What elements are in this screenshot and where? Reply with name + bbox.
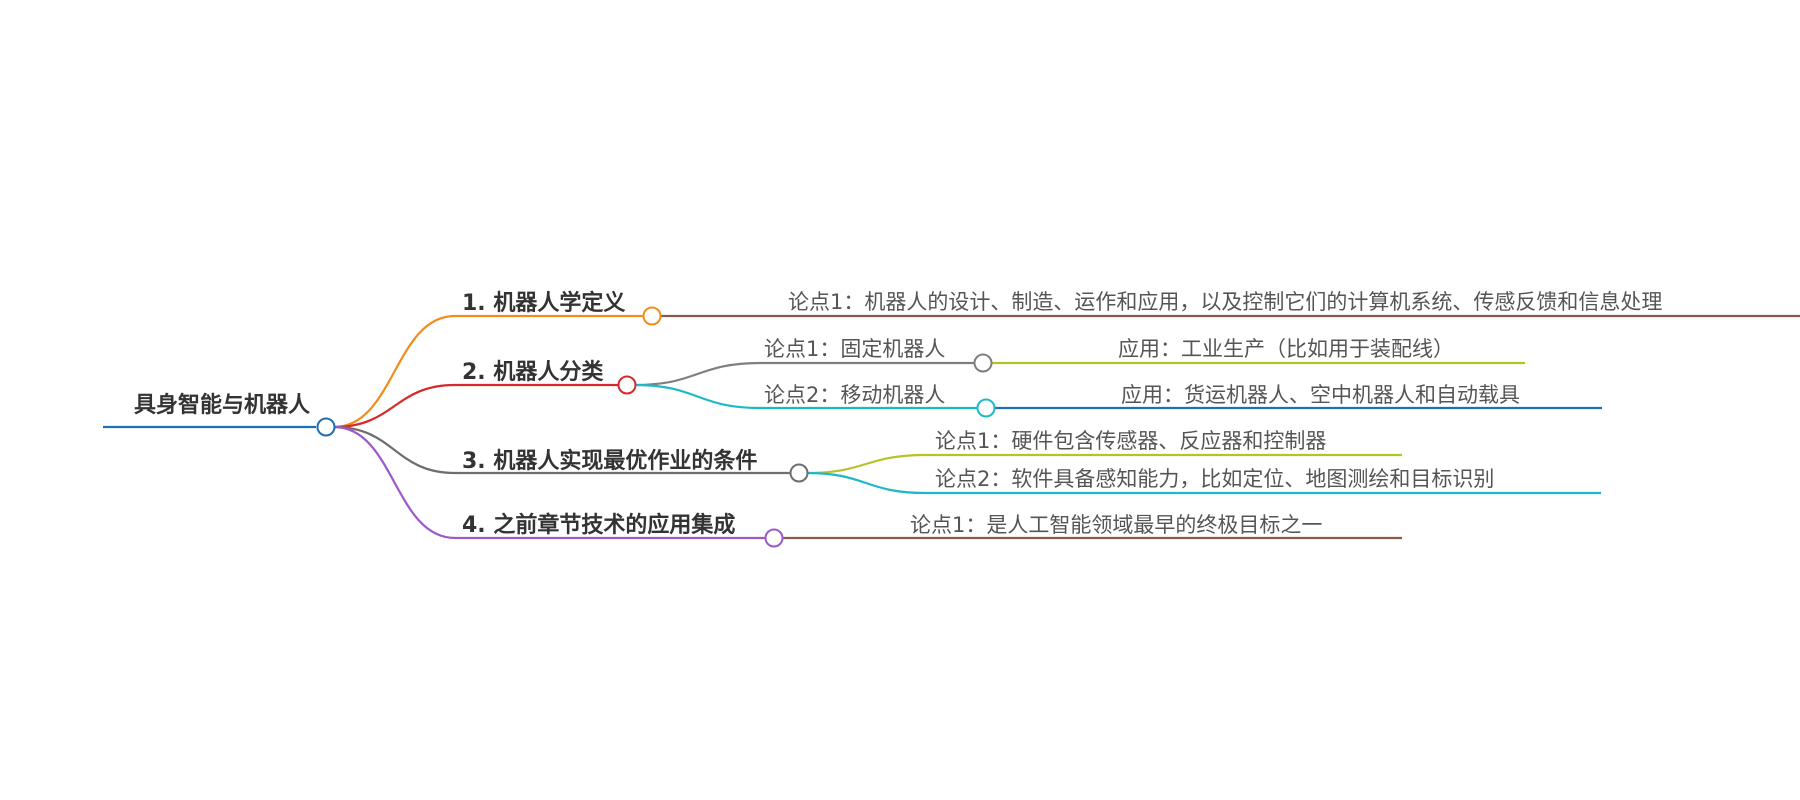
branch-3-leaf-1[interactable]: 论点1：硬件包含传感器、反应器和控制器 — [935, 429, 1326, 453]
branch-1-collapse-knot[interactable] — [642, 306, 662, 326]
branch-4-leaf-1-label: 论点1：是人工智能领域最早的终极目标之一 — [910, 513, 1322, 537]
branch-2-node[interactable]: 2. 机器人分类 — [462, 360, 604, 385]
root-node[interactable]: 具身智能与机器人 — [103, 392, 316, 429]
branch-3-leaf-1-label: 论点1：硬件包含传感器、反应器和控制器 — [935, 429, 1326, 453]
root-to-branch-1-link — [333, 314, 456, 429]
branch-2-leaf-2-sub-1-label: 应用：货运机器人、空中机器人和自动载具 — [1121, 383, 1520, 407]
branch-3-leaf-2[interactable]: 论点2：软件具备感知能力，比如定位、地图测绘和目标识别 — [935, 467, 1494, 491]
root-to-branch-3-link — [333, 425, 456, 475]
branch-3-collapse-knot[interactable] — [789, 463, 809, 483]
branch-2-leaf-1-sub-1-label: 应用：工业生产（比如用于装配线） — [1118, 337, 1454, 361]
branch-2-leaf-1-collapse-knot[interactable] — [973, 353, 993, 373]
branch-1-node[interactable]: 1. 机器人学定义 — [462, 290, 625, 316]
branch-2-leaf-2-sub-1[interactable]: 应用：货运机器人、空中机器人和自动载具 — [1121, 383, 1520, 407]
branch-3-leaf-2-label: 论点2：软件具备感知能力，比如定位、地图测绘和目标识别 — [935, 467, 1494, 491]
branch-2-to-leaf-2-link — [634, 383, 761, 410]
root-to-branch-2-link — [333, 383, 456, 429]
branch-3-label: 3. 机器人实现最优作业的条件 — [462, 448, 757, 474]
branch-2-leaf-2-label: 论点2：移动机器人 — [764, 383, 945, 407]
branch-4-label: 4. 之前章节技术的应用集成 — [462, 512, 735, 538]
root-to-branch-4-link — [333, 425, 456, 540]
branch-2-leaf-2[interactable]: 论点2：移动机器人 — [764, 383, 945, 407]
mindmap-links — [333, 314, 1800, 540]
branch-4-node[interactable]: 4. 之前章节技术的应用集成 — [462, 512, 735, 538]
branch-1-leaf-1[interactable]: 论点1：机器人的设计、制造、运作和应用，以及控制它们的计算机系统、传感反馈和信息… — [788, 290, 1662, 314]
branch-2-label: 2. 机器人分类 — [462, 360, 604, 385]
branch-3-to-leaf-1-link — [806, 453, 926, 475]
branch-2-leaf-1[interactable]: 论点1：固定机器人 — [764, 337, 945, 361]
branch-1-leaf-1-label: 论点1：机器人的设计、制造、运作和应用，以及控制它们的计算机系统、传感反馈和信息… — [788, 290, 1662, 314]
branch-3-node[interactable]: 3. 机器人实现最优作业的条件 — [462, 448, 757, 474]
branch-1-label: 1. 机器人学定义 — [462, 290, 625, 316]
branch-2-collapse-knot[interactable] — [617, 375, 637, 395]
branch-4-collapse-knot[interactable] — [764, 528, 784, 548]
root-collapse-knot[interactable] — [316, 417, 336, 437]
branch-2-leaf-2-collapse-knot[interactable] — [976, 398, 996, 418]
root-label: 具身智能与机器人 — [134, 392, 310, 418]
mindmap-knots — [316, 306, 996, 548]
branch-2-to-leaf-1-link — [634, 361, 761, 387]
branch-2-leaf-1-label: 论点1：固定机器人 — [764, 337, 945, 361]
branch-4-leaf-1[interactable]: 论点1：是人工智能领域最早的终极目标之一 — [910, 513, 1322, 537]
branch-2-leaf-1-sub-1[interactable]: 应用：工业生产（比如用于装配线） — [1118, 337, 1454, 361]
branch-3-to-leaf-2-link — [806, 471, 926, 495]
